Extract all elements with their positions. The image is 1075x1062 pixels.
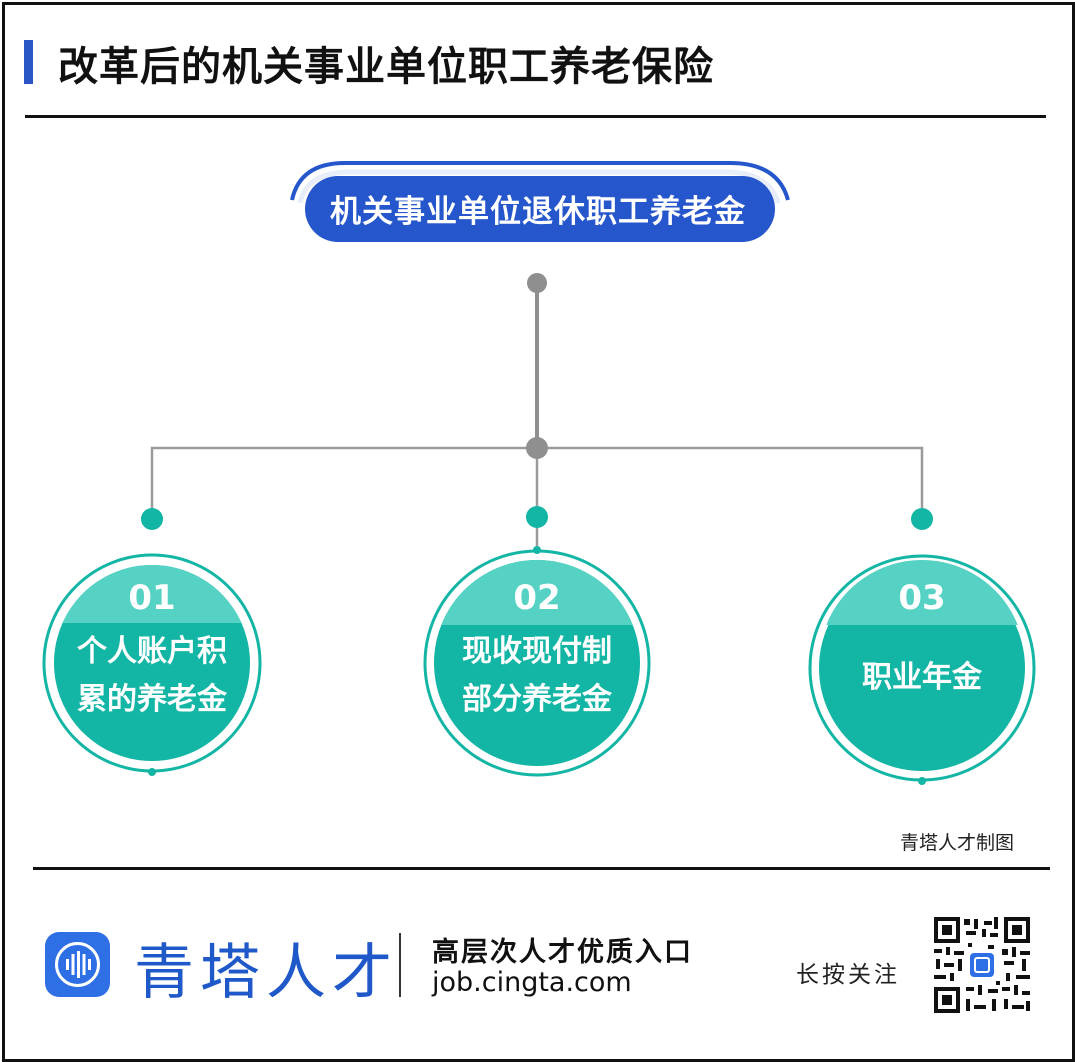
header-divider bbox=[25, 115, 1046, 118]
site-url[interactable]: job.cingta.com bbox=[432, 967, 632, 998]
page-title: 改革后的机关事业单位职工养老保险 bbox=[58, 44, 714, 90]
root-label: 机关事业单位退休职工养老金 bbox=[330, 193, 746, 230]
root-pill bbox=[305, 176, 775, 242]
branch-text-2-line1: 现收现付制 bbox=[462, 634, 612, 669]
branch-number-2: 02 bbox=[513, 578, 561, 618]
brand-name: 青塔人才 bbox=[134, 938, 398, 1008]
logo-sound-wave-icon bbox=[45, 932, 110, 997]
branch-number-1: 01 bbox=[128, 578, 176, 618]
branch-junction-dot bbox=[526, 437, 548, 459]
branch-text-1-line1: 个人账户积 bbox=[77, 634, 227, 669]
branch-text-1-line2: 累的养老金 bbox=[77, 682, 227, 717]
branch-dot-2 bbox=[526, 506, 548, 528]
brand-separator bbox=[399, 933, 401, 997]
branch-dot-1 bbox=[141, 508, 163, 530]
branch-number-3: 03 bbox=[898, 578, 946, 618]
diagram-canvas bbox=[42, 161, 1036, 785]
branch-text-3-line1: 职业年金 bbox=[862, 660, 982, 695]
branch-text-2: 现收现付制 部分养老金 bbox=[437, 628, 637, 724]
chart-credit: 青塔人才制图 bbox=[900, 832, 1015, 854]
branch-dot-3 bbox=[911, 508, 933, 530]
pill-arc-highlight bbox=[297, 169, 781, 204]
branch-circle-1 bbox=[42, 553, 262, 776]
qr-code-icon[interactable] bbox=[932, 915, 1032, 1015]
title-accent-bar bbox=[24, 40, 33, 84]
branch-text-3: 职业年金 bbox=[822, 654, 1022, 702]
pill-arc-decoration bbox=[290, 161, 790, 201]
branch-circle-3 bbox=[808, 554, 1036, 785]
brand-slogan: 高层次人才优质入口 bbox=[432, 937, 693, 968]
follow-prompt: 长按关注 bbox=[796, 962, 900, 988]
footer-divider bbox=[33, 867, 1050, 870]
branch-text-2-line2: 部分养老金 bbox=[462, 682, 612, 717]
branch-text-1: 个人账户积 累的养老金 bbox=[52, 628, 252, 724]
trunk-top-dot bbox=[527, 273, 547, 293]
branch-circle-2 bbox=[423, 546, 651, 777]
